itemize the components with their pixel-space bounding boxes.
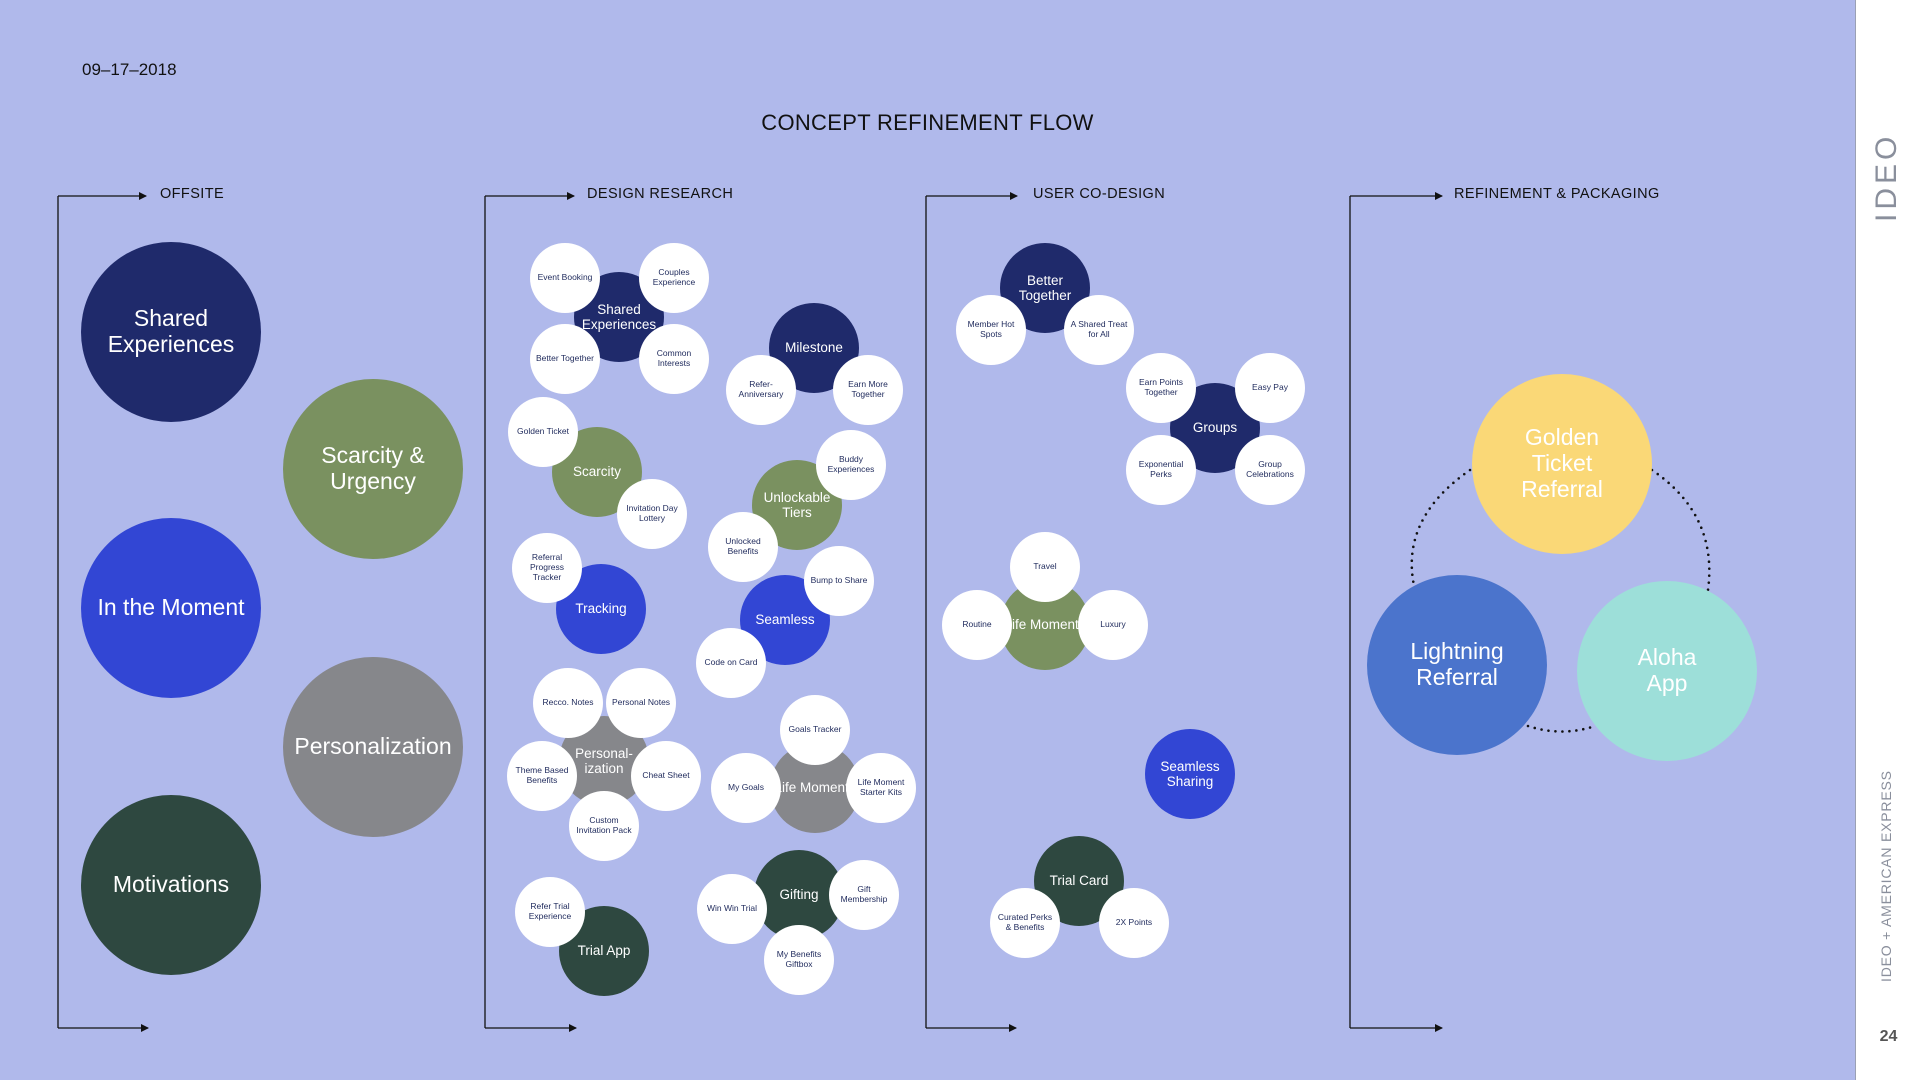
page-number: 24 <box>1879 1028 1898 1045</box>
dotted-arc-left <box>1410 468 1472 592</box>
brand-logo: IDEO <box>1870 132 1903 222</box>
research-invitation-day-lottery: Invitation Day Lottery <box>617 479 687 549</box>
research-personal-notes: Personal Notes <box>606 668 676 738</box>
codesign-exponential-perks: Exponential Perks <box>1126 435 1196 505</box>
research-common-interests: Common Interests <box>639 324 709 394</box>
codesign-easy-pay: Easy Pay <box>1235 353 1305 423</box>
codesign-routine: Routine <box>942 590 1012 660</box>
concept-shared-experiences: Shared Experiences <box>81 242 261 422</box>
concept-personalization: Personalization <box>283 657 463 837</box>
codesign-curated-perks-benefits: Curated Perks & Benefits <box>990 888 1060 958</box>
slide: 09–17–2018 CONCEPT REFINEMENT FLOW OFFSI… <box>0 0 1855 1080</box>
flow-brackets <box>57 192 1711 1032</box>
research-my-benefits-giftbox: My Benefits Giftbox <box>764 925 834 995</box>
column-label-offsite: OFFSITE <box>160 186 225 202</box>
date: 09–17–2018 <box>82 60 177 79</box>
research-recco-notes: Recco. Notes <box>533 668 603 738</box>
research-custom-invitation-pack: Custom Invitation Pack <box>569 791 639 861</box>
research-gift-membership: Gift Membership <box>829 860 899 930</box>
research-bump-to-share: Bump to Share <box>804 546 874 616</box>
research-code-on-card: Code on Card <box>696 628 766 698</box>
research-refer-anniversary: Refer-Anniversary <box>726 355 796 425</box>
dotted-arc-right <box>1650 468 1711 592</box>
research-better-together: Better Together <box>530 324 600 394</box>
codesign-luxury: Luxury <box>1078 590 1148 660</box>
codesign-a-shared-treat-for-all: A Shared Treat for All <box>1064 295 1134 365</box>
page-title: CONCEPT REFINEMENT FLOW <box>761 110 1094 135</box>
column-label-design-research: DESIGN RESEARCH <box>587 186 734 202</box>
research-event-booking: Event Booking <box>530 243 600 313</box>
research-life-moment-starter-kits: Life Moment Starter Kits <box>846 753 916 823</box>
research-earn-more-together: Earn More Together <box>833 355 903 425</box>
codesign-travel: Travel <box>1010 532 1080 602</box>
research-couples-experience: Couples Experience <box>639 243 709 313</box>
research-golden-ticket: Golden Ticket <box>508 397 578 467</box>
codesign-member-hot-spots: Member Hot Spots <box>956 295 1026 365</box>
concept-in-the-moment: In the Moment <box>81 518 261 698</box>
research-cheat-sheet: Cheat Sheet <box>631 741 701 811</box>
right-rail: IDEO IDEO + AMERICAN EXPRESS 24 <box>1855 0 1920 1080</box>
research-refer-trial-experience: Refer Trial Experience <box>515 877 585 947</box>
concept-motivations: Motivations <box>81 795 261 975</box>
final-golden-ticket-referral: Golden Ticket Referral <box>1472 374 1652 554</box>
research-my-goals: My Goals <box>711 753 781 823</box>
column-label-refinement-packaging: REFINEMENT & PACKAGING <box>1454 186 1660 202</box>
research-theme-based-benefits: Theme Based Benefits <box>507 741 577 811</box>
concept-scarcity-urgency: Scarcity & Urgency <box>283 379 463 559</box>
research-win-win-trial: Win Win Trial <box>697 874 767 944</box>
client-label: IDEO + AMERICAN EXPRESS <box>1878 770 1894 982</box>
codesign-earn-points-together: Earn Points Together <box>1126 353 1196 423</box>
codesign-seamless-sharing: Seamless Sharing <box>1145 729 1235 819</box>
research-unlocked-benefits: Unlocked Benefits <box>708 512 778 582</box>
codesign-group-celebrations: Group Celebrations <box>1235 435 1305 505</box>
final-aloha-app: Aloha App <box>1577 581 1757 761</box>
column-label-user-co-design: USER CO-DESIGN <box>1033 186 1166 202</box>
research-referral-progress-tracker: Referral Progress Tracker <box>512 533 582 603</box>
research-buddy-experiences: Buddy Experiences <box>816 430 886 500</box>
final-lightning-referral: Lightning Referral <box>1367 575 1547 755</box>
codesign-2x-points: 2X Points <box>1099 888 1169 958</box>
research-goals-tracker: Goals Tracker <box>780 695 850 765</box>
dotted-arc-bottom <box>1526 724 1597 733</box>
